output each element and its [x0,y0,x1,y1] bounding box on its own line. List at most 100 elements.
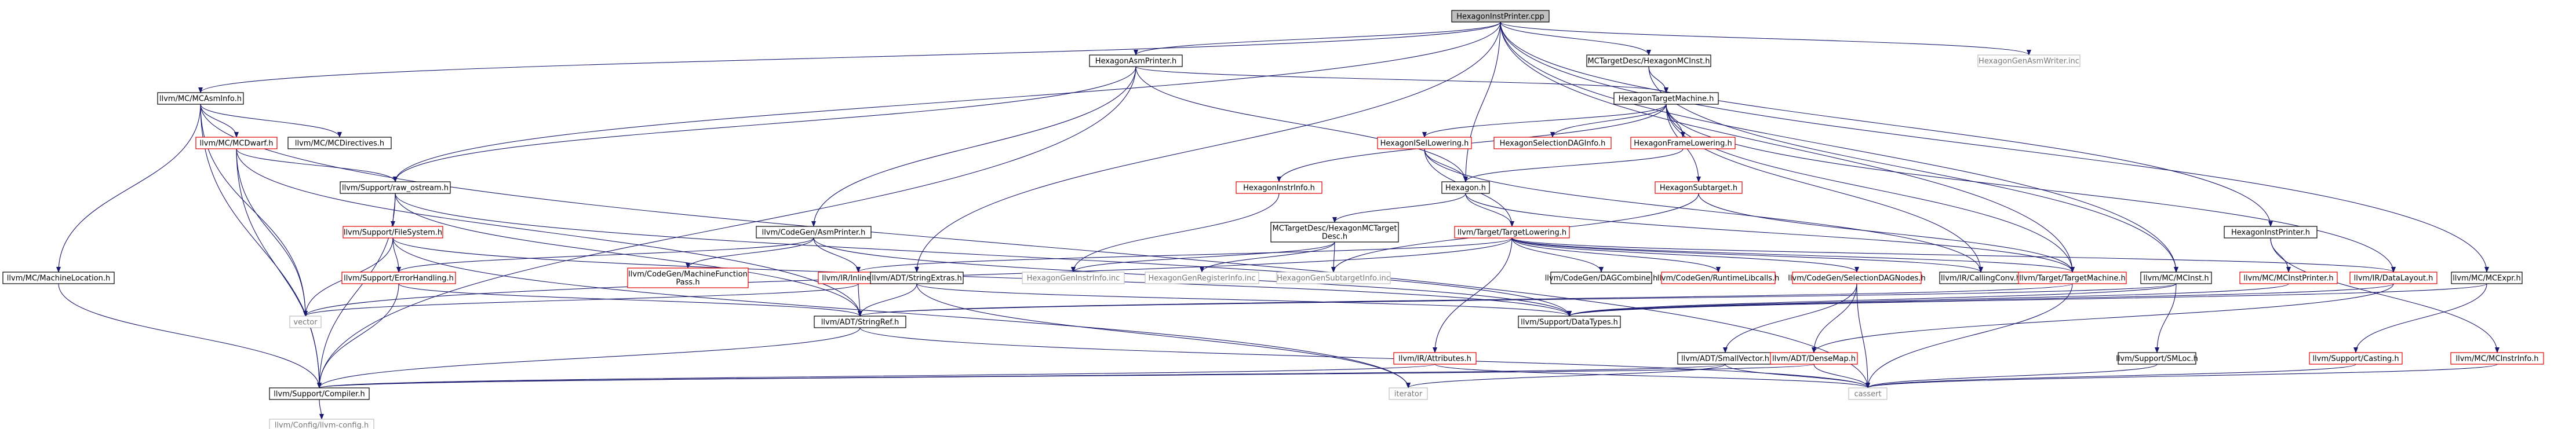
node-target_tm[interactable]: llvm/Target/TargetMachine.h [2018,272,2127,284]
node-label: llvm/MC/MCInst.h [2143,274,2209,283]
node-iterator[interactable]: iterator [1389,387,1428,400]
node-gensubinfo[interactable]: HexagonGenSubtargetInfo.inc [1276,272,1391,284]
node-label: llvm/CodeGen/AsmPrinter.h [762,229,866,237]
edge-root-to-instprinter_h [1500,21,2273,227]
node-label: llvm/MC/MCExpr.h [2453,274,2521,283]
node-box [1661,272,1776,284]
node-rawostream[interactable]: llvm/Support/raw_ostream.h [340,181,451,194]
node-root[interactable]: HexagonInstPrinter.cpp [1451,10,1550,23]
edge-densemap-to-cassert [1813,364,1870,388]
node-hexasmwriter[interactable]: HexagonGenAsmWriter.inc [1977,54,2081,67]
node-datalayout[interactable]: llvm/IR/DataLayout.h [2349,272,2437,284]
node-runtimelibcalls[interactable]: llvm/CodeGen/RuntimeLibcalls.h [1657,272,1780,284]
node-label: HexagonInstrInfo.h [1243,184,1315,193]
node-label: HexagonFrameLowering.h [1634,140,1732,148]
node-vector[interactable]: vector [289,316,322,328]
node-box [1848,387,1888,400]
edge-targetlowering-to-attributes [1433,237,1513,353]
node-box [1451,10,1550,23]
node-box [2349,272,2437,284]
node-casting[interactable]: llvm/Support/Casting.h [2309,352,2403,365]
edge-filesystem-to-datatypes [392,237,1572,317]
node-box [340,181,451,194]
node-machinelocation[interactable]: llvm/MC/MachineLocation.h [2,272,115,284]
node-geninstrinfo[interactable]: HexagonGenInstrInfo.inc [1022,272,1125,284]
node-box [1389,387,1428,400]
node-mcdwarf[interactable]: llvm/MC/MCDwarf.h [195,137,278,149]
node-framelowering[interactable]: HexagonFrameLowering.h [1630,137,1736,149]
node-genreginfo[interactable]: HexagonGenRegisterInfo.inc [1145,272,1259,284]
node-box [1454,226,1570,239]
node-label: llvm/Target/TargetMachine.h [2019,274,2126,283]
edge-asmprinter_h-to-compiler [317,66,1136,388]
node-mctd_mcinst[interactable]: MCTargetDesc/HexagonMCInst.h [1586,54,1711,67]
node-selectiondaginfo[interactable]: HexagonSelectionDAGInfo.h [1493,137,1612,149]
node-hexagon_h[interactable]: Hexagon.h [1441,181,1490,194]
node-box [1276,272,1391,284]
node-cassert[interactable]: cassert [1848,387,1888,400]
edge-codegen_asmprinter-to-inlineasm [813,237,861,273]
node-box [756,226,872,239]
node-isellowering[interactable]: HexagonISelLowering.h [1377,137,1472,149]
node-box [1630,137,1736,149]
node-mcinst[interactable]: llvm/MC/MCInst.h [2140,272,2212,284]
node-label: iterator [1394,390,1423,399]
node-box [2451,272,2523,284]
node-stringref[interactable]: llvm/ADT/StringRef.h [814,316,906,328]
node-compiler[interactable]: llvm/Support/Compiler.h [269,387,370,400]
node-dagcombine[interactable]: llvm/CodeGen/DAGCombine.h [1545,272,1658,284]
node-llvmconfig[interactable]: llvm/Config/llvm-config.h [269,419,374,429]
node-mcinstprinter[interactable]: llvm/MC/MCInstPrinter.h [2239,272,2338,284]
edge-root-to-mcexpr [1500,21,2489,273]
edge-targetlowering-to-runtimelibcalls [1511,237,1721,273]
node-asmprinter_h[interactable]: HexagonAsmPrinter.h [1089,54,1183,67]
node-filesystem[interactable]: llvm/Support/FileSystem.h [343,226,443,239]
edge-mctd_hexdesc-to-genreginfo [1200,241,1335,273]
edge-rawostream-to-compiler [317,193,396,388]
node-label: HexagonTargetMachine.h [1619,95,1714,104]
node-mcasminfo[interactable]: llvm/MC/MCAsmInfo.h [157,92,244,105]
node-subtarget[interactable]: HexagonSubtarget.h [1655,181,1743,194]
node-errorhandling[interactable]: llvm/Support/ErrorHandling.h [341,272,456,284]
node-attributes[interactable]: llvm/IR/Attributes.h [1393,352,1477,365]
node-smallvector[interactable]: llvm/ADT/SmallVector.h [1677,352,1773,365]
node-label: llvm/Support/raw_ostream.h [342,184,449,193]
node-mcinstrinfo[interactable]: llvm/MC/MCInstrInfo.h [2450,352,2544,365]
edge-stringextras-to-datatypes [916,283,1572,317]
node-callingconv[interactable]: llvm/IR/CallingConv.h [1939,272,2023,284]
node-instprinter_h[interactable]: HexagonInstPrinter.h [2224,226,2318,239]
node-smloc[interactable]: llvm/Support/SMLoc.h [2116,352,2198,365]
edge-filesystem-to-errorhandling [392,237,401,273]
node-targetmachine[interactable]: HexagonTargetMachine.h [1613,92,1719,105]
edge-hexagon_h-to-mctd_hexdesc [1332,193,1466,223]
edge-targetlowering-to-dagcombine [1511,237,1604,273]
edge-asmprinter_h-to-targetmachine [1135,66,1668,93]
node-box [1655,181,1743,194]
node-box [1613,92,1719,105]
node-instrinfo[interactable]: HexagonInstrInfo.h [1236,181,1322,194]
node-stringextras[interactable]: llvm/ADT/StringExtras.h [870,272,964,284]
node-label: llvm/MC/MCInstrInfo.h [2456,355,2539,364]
node-label: HexagonAsmPrinter.h [1095,57,1176,66]
node-targetlowering[interactable]: llvm/Target/TargetLowering.h [1454,226,1570,239]
edge-errorhandling-to-compiler [317,283,399,388]
edge-errorhandling-to-stringref [398,283,862,317]
node-densemap[interactable]: llvm/ADT/DenseMap.h [1770,352,1858,365]
node-mcexpr[interactable]: llvm/MC/MCExpr.h [2451,272,2523,284]
node-label: Desc.h [1322,233,1347,241]
edge-densemap-to-compiler [318,364,1815,388]
node-mcdirectives[interactable]: llvm/MC/MCDirectives.h [287,137,392,149]
node-selectiondagnodes[interactable]: llvm/CodeGen/SelectionDAGNodes.h [1788,272,1926,284]
node-box [343,226,443,239]
edge-casting-to-cassert [1865,364,2356,388]
node-datatypes[interactable]: llvm/Support/DataTypes.h [1518,316,1621,328]
node-label: llvm/Support/ErrorHandling.h [344,274,454,283]
node-label: HexagonGenAsmWriter.inc [1979,57,2079,66]
edge-instprinter_h-to-mcinstrinfo [2270,237,2500,353]
node-label: llvm/MC/MachineLocation.h [7,274,110,283]
node-codegen_asmprinter[interactable]: llvm/CodeGen/AsmPrinter.h [756,226,872,239]
node-box [2450,352,2544,365]
node-label: Pass.h [676,278,699,287]
